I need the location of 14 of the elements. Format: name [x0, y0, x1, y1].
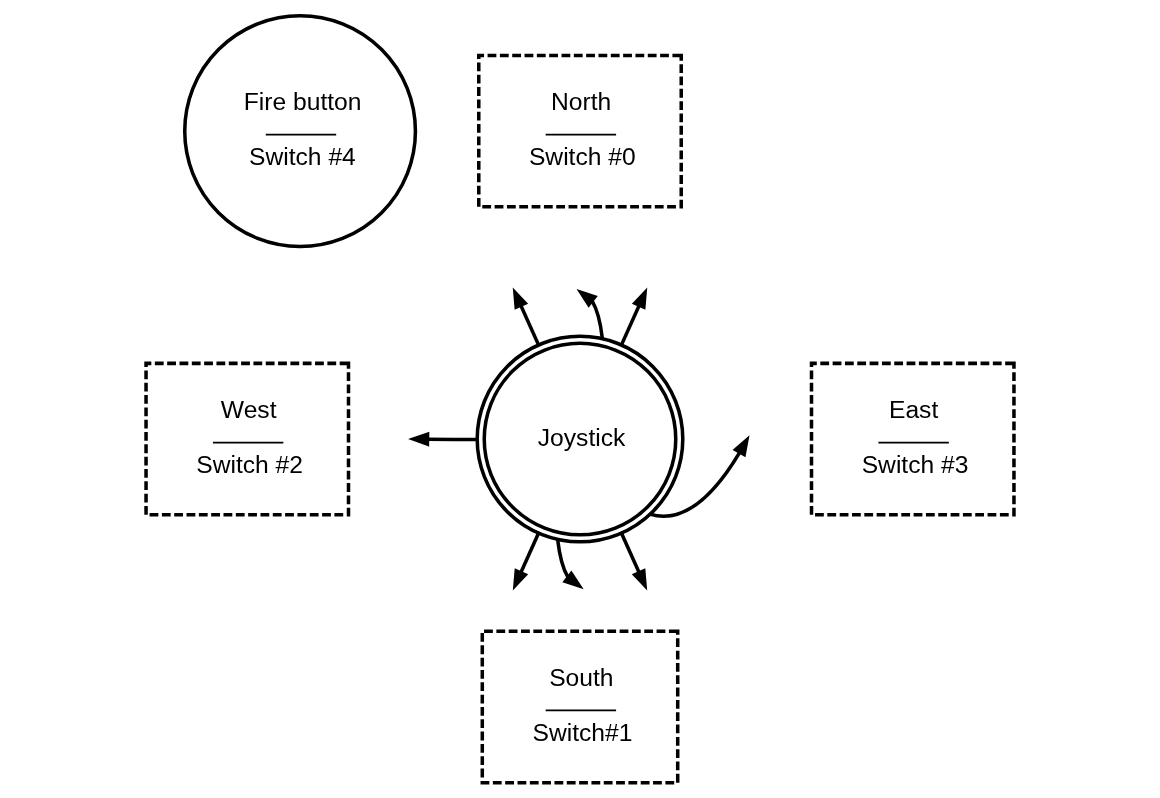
arrow: [576, 288, 605, 339]
node-box: East Switch #3: [809, 361, 1016, 517]
arrow: [619, 287, 648, 346]
arrow: [555, 539, 584, 590]
arrow: [408, 431, 477, 447]
node-box: West Switch #2: [144, 361, 351, 517]
node-circle: Fire button Switch #4: [183, 14, 418, 249]
arrow: [512, 532, 540, 591]
arrow: [620, 532, 648, 591]
arrow: [650, 435, 750, 518]
node-circle: Joystick: [475, 334, 685, 544]
node-box: North Switch #0: [477, 53, 683, 209]
node-box: South Switch#1: [480, 629, 680, 785]
arrow: [512, 287, 541, 346]
